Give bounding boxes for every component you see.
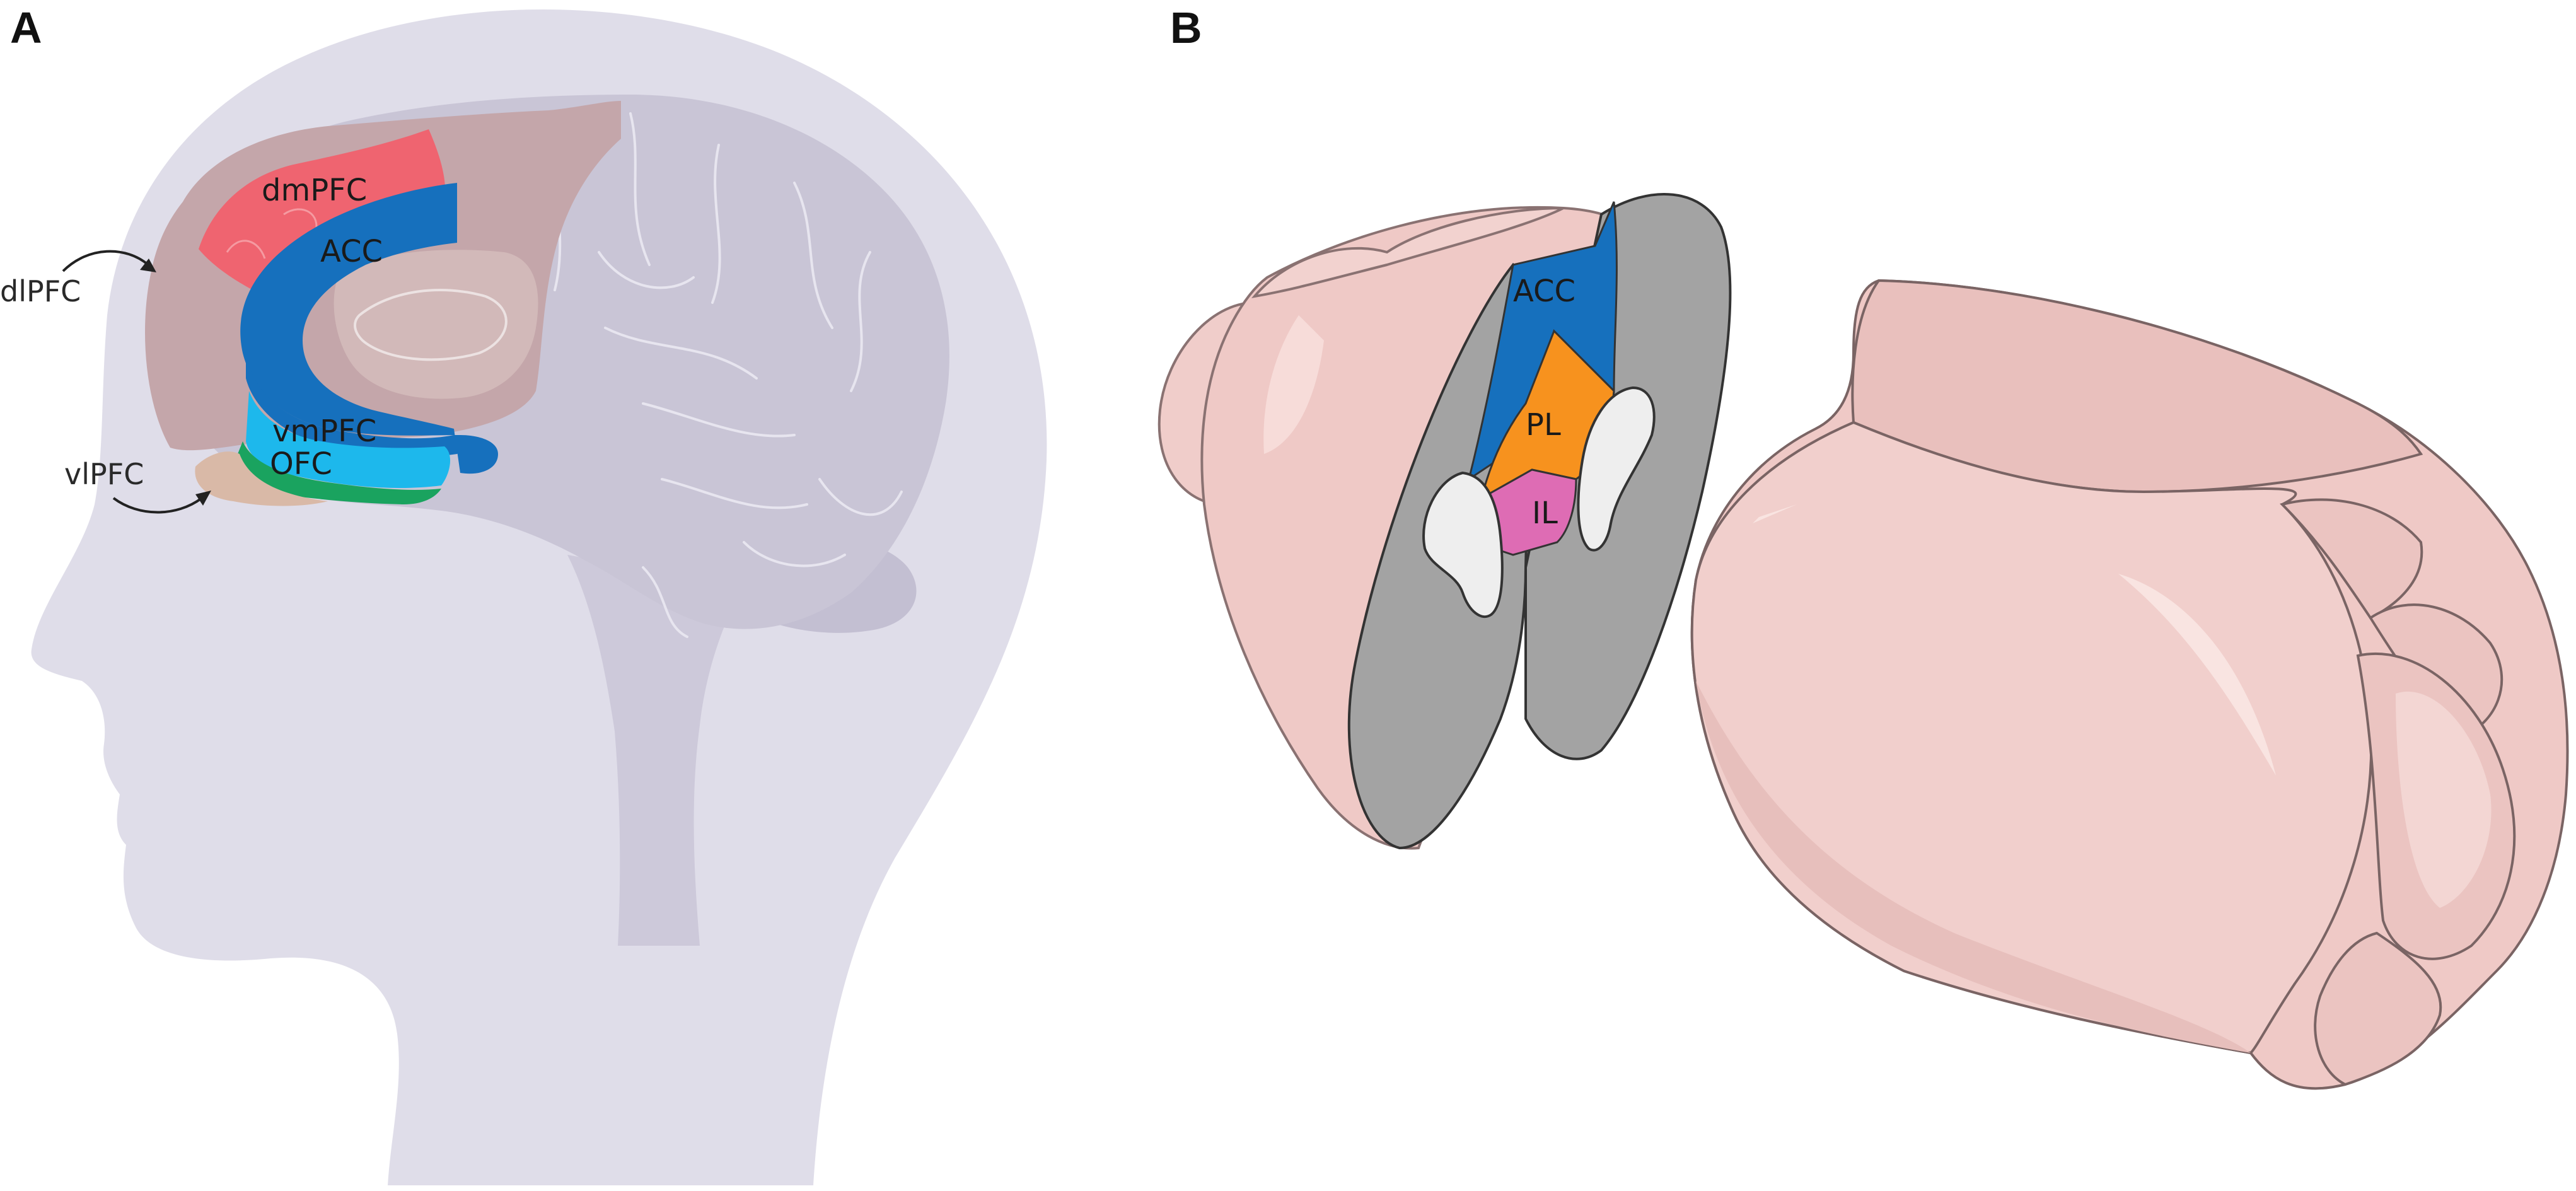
acc-genu — [246, 353, 465, 457]
vmpfc-region — [246, 391, 451, 489]
label-acc-human: ACC — [320, 234, 383, 269]
arrow-dlpfc — [62, 250, 156, 272]
posterior-hemisphere — [1690, 421, 2373, 1055]
posterior-highlight-small — [1753, 504, 1797, 523]
label-dmpfc: dmPFC — [262, 173, 367, 208]
human-head-illustration: dmPFC ACC vmPFC OFC dlPFC vlPFC — [0, 9, 1047, 1185]
panel-b-letter: B — [1170, 3, 1202, 52]
rodent-brain-illustration: ACC PL IL — [1157, 192, 2569, 1090]
posterior-ventral-shade — [1696, 681, 2251, 1053]
label-vmpfc: vmPFC — [272, 414, 376, 449]
ventricle-left — [1422, 471, 1504, 619]
cortical-sulci — [541, 112, 903, 638]
rodent-il-region — [1480, 468, 1577, 556]
label-pl: PL — [1526, 407, 1561, 443]
label-il: IL — [1532, 496, 1558, 531]
limbic-area — [334, 250, 538, 399]
arrow-vlpfc — [112, 491, 211, 514]
ventricle-right — [1577, 386, 1656, 552]
label-vlpfc: vlPFC — [64, 457, 144, 491]
anterior-highlight — [1263, 315, 1324, 454]
thalamus-outline — [354, 289, 508, 361]
cerebellum-highlight — [2396, 691, 2492, 908]
label-dlpfc: dlPFC — [0, 274, 81, 308]
acc-region — [240, 183, 498, 474]
ofc-region — [236, 441, 441, 504]
label-acc-rodent: ACC — [1513, 274, 1575, 309]
anterior-top-bulge — [1251, 207, 1564, 298]
brainstem — [567, 555, 744, 946]
dmpfc-region — [199, 129, 446, 296]
vlpfc-region — [195, 451, 328, 506]
panel-a-letter: A — [10, 3, 42, 52]
label-ofc: OFC — [270, 446, 332, 482]
